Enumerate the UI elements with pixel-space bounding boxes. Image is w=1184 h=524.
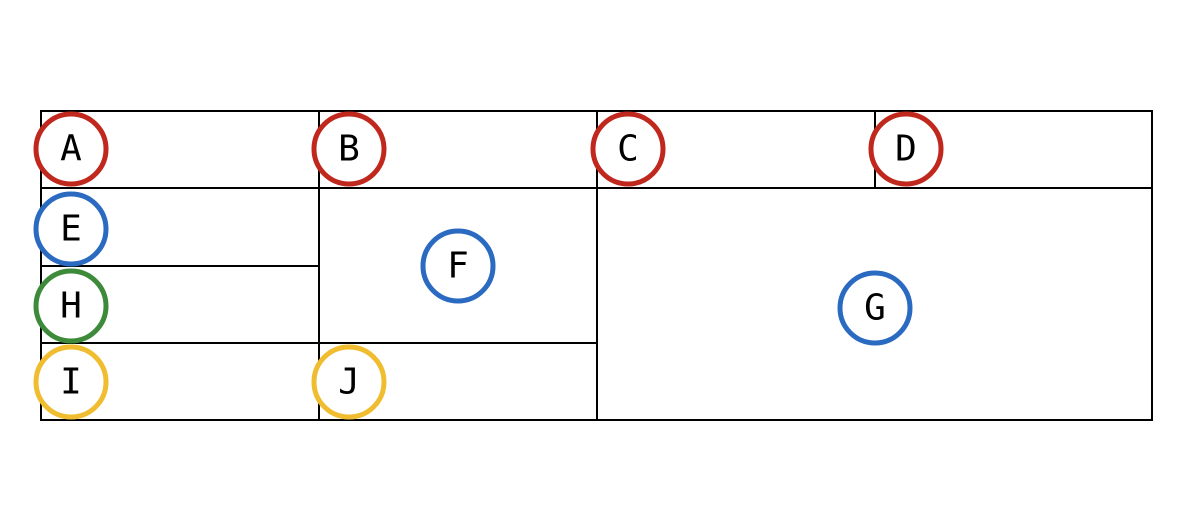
- cell-i-label: I: [60, 362, 82, 403]
- cell-j: J: [311, 344, 387, 420]
- cell-a: A: [33, 111, 109, 187]
- cell-d: D: [868, 111, 944, 187]
- cell-h: H: [33, 268, 109, 344]
- cell-a-circle: [33, 111, 109, 187]
- cell-g-circle: [837, 270, 913, 346]
- cell-h-label: H: [60, 286, 82, 327]
- cell-h-circle: [33, 268, 109, 344]
- cell-g: G: [837, 270, 913, 346]
- cell-i-circle: [33, 344, 109, 420]
- cell-d-circle: [868, 111, 944, 187]
- cell-e-circle: [33, 191, 109, 267]
- grid-lines: [40, 110, 1153, 421]
- cell-a-label: A: [60, 129, 82, 170]
- cell-c-circle: [590, 111, 666, 187]
- cell-b-circle: [311, 111, 387, 187]
- cell-i: I: [33, 344, 109, 420]
- cell-f-label: F: [447, 246, 469, 287]
- cell-d-label: D: [895, 129, 917, 170]
- cell-c: C: [590, 111, 666, 187]
- cell-c-label: C: [617, 129, 639, 170]
- cell-e-label: E: [60, 209, 82, 250]
- cell-f: F: [420, 228, 496, 304]
- cell-j-circle: [311, 344, 387, 420]
- cell-f-circle: [420, 228, 496, 304]
- cell-g-label: G: [864, 288, 886, 329]
- cell-b-label: B: [338, 129, 360, 170]
- cell-j-label: J: [338, 362, 360, 403]
- cell-b: B: [311, 111, 387, 187]
- cell-e: E: [33, 191, 109, 267]
